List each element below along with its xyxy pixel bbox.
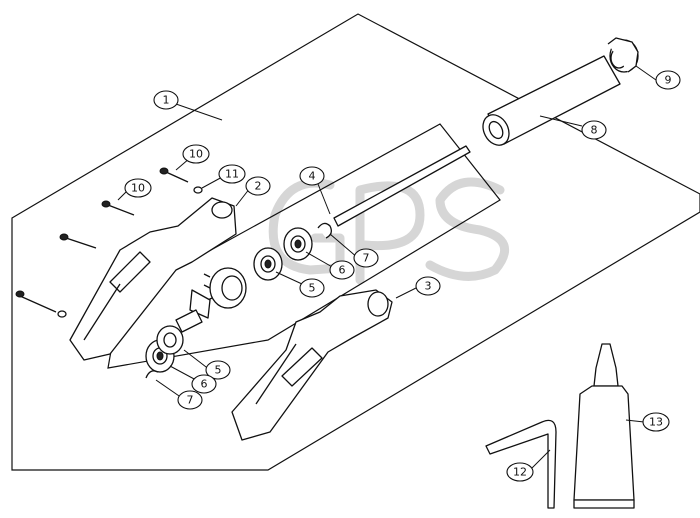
screw-part	[59, 233, 97, 249]
callout-6-upper: 6	[329, 260, 355, 280]
callout-11: 11	[218, 164, 246, 184]
callout-4: 4	[299, 166, 325, 186]
bearing-upper-part	[283, 227, 313, 261]
callout-1: 1	[153, 90, 179, 110]
svg-text:8: 8	[591, 124, 598, 137]
svg-text:13: 13	[649, 416, 663, 429]
screw-part	[159, 167, 189, 183]
callout-9: 9	[655, 70, 681, 90]
washer-part	[193, 186, 203, 194]
callout-6-lower: 6	[191, 374, 217, 394]
callout-8: 8	[581, 120, 607, 140]
svg-text:5: 5	[215, 364, 222, 377]
svg-text:11: 11	[225, 168, 239, 181]
kit-outline	[11, 13, 700, 471]
callout-5-upper: 5	[299, 278, 325, 298]
callout-10-upper: 10	[182, 144, 210, 164]
callout-2: 2	[245, 176, 271, 196]
callout-12: 12	[506, 462, 534, 482]
screw-part	[101, 200, 135, 216]
drive-shaft-part	[333, 145, 471, 227]
circlip-upper-part	[317, 222, 332, 239]
svg-text:10: 10	[189, 148, 203, 161]
callout-5-lower: 5	[205, 360, 231, 380]
callout-3: 3	[415, 276, 441, 296]
svg-text:9: 9	[665, 74, 672, 87]
svg-text:1: 1	[163, 94, 170, 107]
tube-part	[482, 55, 621, 146]
svg-text:4: 4	[309, 170, 316, 183]
callout-7-lower: 7	[177, 390, 203, 410]
pinion-gear-part	[175, 289, 211, 333]
svg-text:5: 5	[309, 282, 316, 295]
svg-text:2: 2	[255, 180, 262, 193]
grease-tube-part	[573, 343, 635, 509]
hex-key-part	[485, 419, 557, 509]
screw-part	[15, 290, 67, 318]
bevel-gear-part	[203, 267, 247, 309]
callout-7-upper: 7	[353, 248, 379, 268]
svg-text:10: 10	[131, 182, 145, 195]
svg-text:12: 12	[513, 466, 527, 479]
gear-housing-left-part	[69, 197, 237, 361]
end-cap-part	[607, 37, 639, 73]
svg-text:6: 6	[201, 378, 208, 391]
svg-text:6: 6	[339, 264, 346, 277]
bearing-lower2-part	[156, 325, 184, 355]
gear-housing-right-part	[231, 289, 393, 441]
svg-text:7: 7	[187, 394, 194, 407]
callout-10-lower: 10	[124, 178, 152, 198]
leader-lines	[117, 65, 657, 469]
svg-text:3: 3	[425, 280, 432, 293]
watermark-logo	[268, 177, 509, 285]
bearing-mid-part	[253, 247, 283, 281]
callout-13: 13	[642, 412, 670, 432]
svg-text:7: 7	[363, 252, 370, 265]
